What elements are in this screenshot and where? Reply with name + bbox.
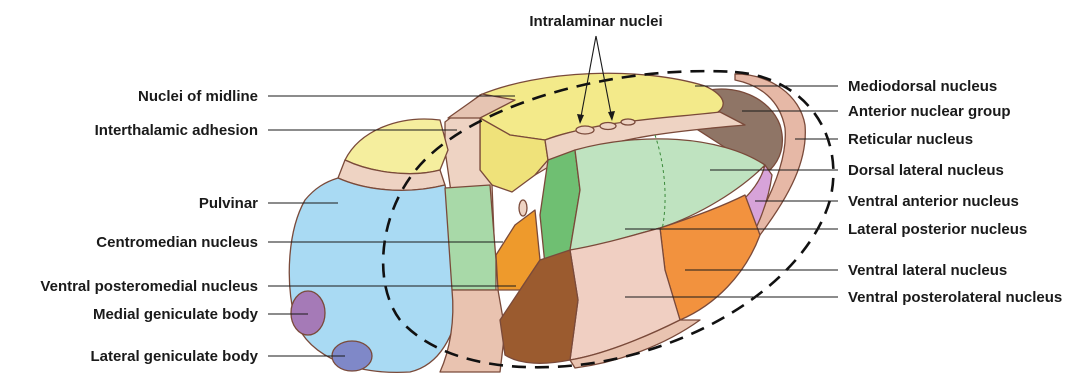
label-pulvinar: Pulvinar [199, 195, 258, 212]
label-ventral-posteromedial-nucleus: Ventral posteromedial nucleus [40, 278, 258, 295]
label-ventral-lateral-nucleus: Ventral lateral nucleus [848, 262, 1007, 279]
intralaminar-oval-1 [576, 126, 594, 134]
label-ventral-anterior-nucleus: Ventral anterior nucleus [848, 193, 1019, 210]
label-medial-geniculate-body: Medial geniculate body [93, 306, 259, 323]
midline-small-oval [519, 200, 527, 216]
medial-geniculate-body-shape [291, 291, 325, 335]
label-interthalamic-adhesion: Interthalamic adhesion [95, 122, 258, 139]
pulvinar-region [289, 178, 460, 372]
thalamus-illustration [289, 71, 833, 372]
label-intralaminar-nuclei: Intralaminar nuclei [529, 13, 662, 30]
intralaminar-oval-2 [600, 123, 616, 130]
label-mediodorsal-nucleus: Mediodorsal nucleus [848, 78, 997, 95]
intralaminar-oval-3 [621, 119, 635, 125]
centromedian-region [445, 185, 496, 290]
label-anterior-nuclear-group: Anterior nuclear group [848, 103, 1011, 120]
label-ventral-posterolateral-nucleus: Ventral posterolateral nucleus [848, 289, 1062, 306]
label-reticular-nucleus: Reticular nucleus [848, 131, 973, 148]
label-dorsal-lateral-nucleus: Dorsal lateral nucleus [848, 162, 1004, 179]
label-nuclei-of-midline: Nuclei of midline [138, 88, 258, 105]
label-lateral-posterior-nucleus: Lateral posterior nucleus [848, 221, 1027, 238]
label-centromedian-nucleus: Centromedian nucleus [96, 234, 258, 251]
label-lateral-geniculate-body: Lateral geniculate body [90, 348, 258, 365]
